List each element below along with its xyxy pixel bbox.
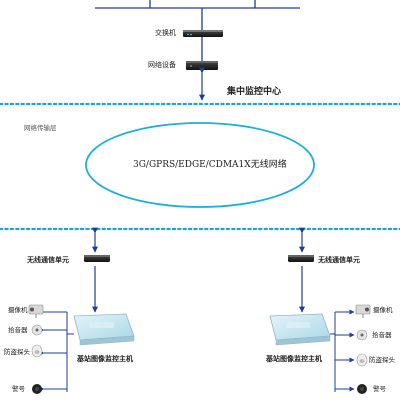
right-host-label: 基站图像监控主机 bbox=[266, 354, 322, 363]
right-sensor-icon bbox=[356, 353, 368, 367]
left-peripheral-sensor-label: 防盗探头 bbox=[4, 348, 30, 356]
center-label: 集中监控中心 bbox=[227, 87, 282, 97]
network-device-label: 网络设备 bbox=[148, 61, 176, 69]
right-peripheral-mic-label: 拾音器 bbox=[372, 331, 392, 339]
left-peripheral-siren-label: 警号 bbox=[12, 385, 25, 393]
left-peripheral-camera-label: 摄像机 bbox=[8, 306, 28, 314]
left-host-icon bbox=[73, 313, 135, 346]
left-host-label: 基站图像监控主机 bbox=[77, 354, 133, 363]
left-comm-unit-icon bbox=[84, 255, 110, 262]
wireless-network-label: 3G/GPRS/EDGE/CDMA1X无线网络 bbox=[133, 160, 287, 170]
right-peripheral-sensor-label: 防盗探头 bbox=[369, 356, 395, 364]
left-camera-icon bbox=[28, 304, 44, 318]
right-peripheral-siren-label: 警号 bbox=[373, 385, 386, 393]
wireless-network-cloud bbox=[85, 122, 315, 208]
network-device-icon bbox=[186, 61, 218, 70]
left-microphone-icon bbox=[31, 324, 43, 336]
right-siren-icon bbox=[357, 384, 367, 394]
left-peripheral-mic-label: 拾音器 bbox=[8, 326, 28, 334]
right-peripheral-camera-label: 摄像机 bbox=[373, 306, 393, 314]
left-siren-icon bbox=[32, 384, 42, 394]
switch-icon bbox=[183, 30, 223, 37]
right-comm-unit-icon bbox=[288, 255, 314, 262]
right-comm-unit-label: 无线通信单元 bbox=[318, 255, 360, 264]
right-microphone-icon bbox=[356, 329, 368, 341]
network-layer-label: 网络传输层 bbox=[24, 124, 57, 132]
switch-label: 交换机 bbox=[155, 29, 176, 37]
right-host-icon bbox=[269, 313, 331, 346]
right-camera-icon bbox=[355, 304, 371, 318]
left-sensor-icon bbox=[31, 344, 43, 358]
left-comm-unit-label: 无线通信单元 bbox=[27, 255, 69, 264]
